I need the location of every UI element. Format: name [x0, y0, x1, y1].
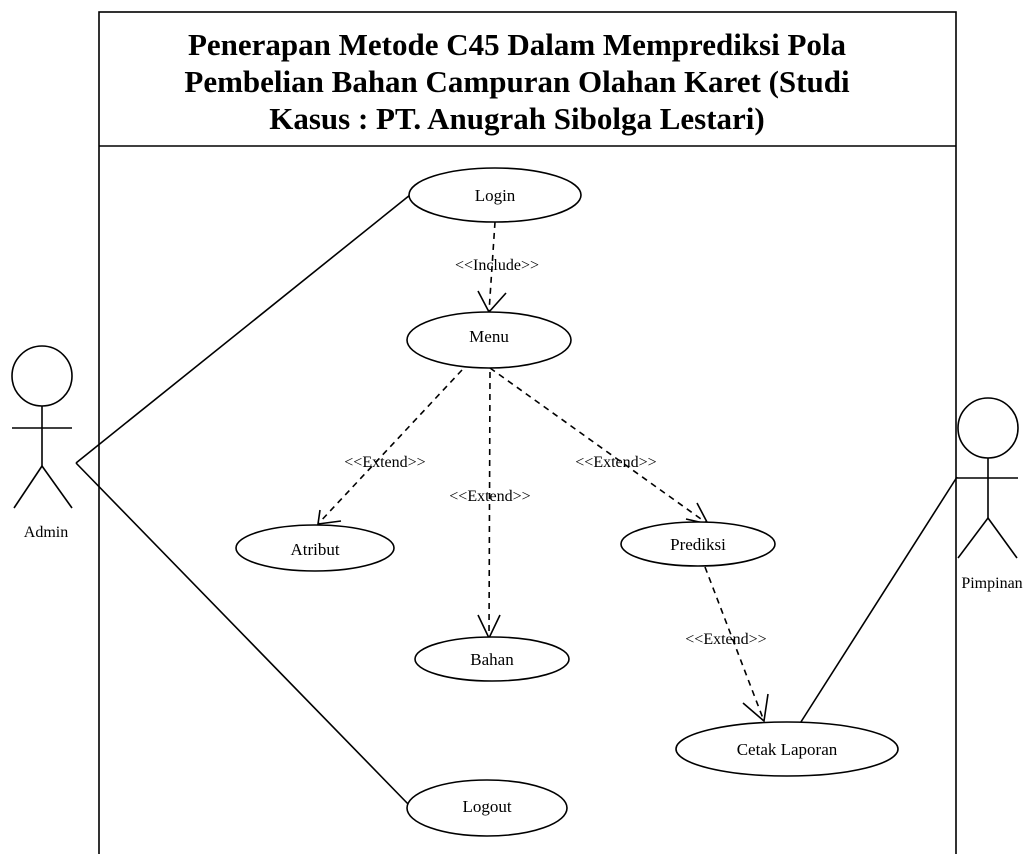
system-boundary-box [98, 11, 957, 854]
extend-menu-atribut [317, 369, 463, 525]
extend-label-prediksi: <<Extend>> [575, 454, 656, 471]
stick-figure-icon [11, 345, 73, 509]
use-case-atribut: Atribut [235, 524, 395, 572]
extend-label-cetak-laporan: <<Extend>> [685, 631, 766, 648]
use-case-prediksi: Prediksi [620, 521, 776, 567]
use-case-prediksi-ellipse [620, 521, 776, 567]
use-case-logout-ellipse [406, 779, 568, 837]
title-line-2: Pembelian Bahan Campuran Olahan Karet (S… [184, 64, 850, 99]
use-case-bahan: Bahan [414, 636, 570, 682]
associations [75, 194, 958, 807]
system-title: Penerapan Metode C45 Dalam Memprediksi P… [184, 27, 850, 136]
arrowhead [477, 290, 507, 314]
use-case-cetak-laporan-ellipse [675, 721, 899, 777]
association-admin-logout [75, 462, 411, 807]
use-case-login: Login [408, 167, 582, 223]
system-boundary [98, 11, 957, 854]
use-case-atribut-ellipse [235, 524, 395, 572]
use-case-bahan-label: Bahan [470, 650, 514, 669]
actor-admin: Admin [11, 345, 73, 541]
association-admin-login [75, 194, 411, 464]
use-case-menu-ellipse [406, 311, 572, 369]
include-label: <<Include>> [455, 257, 539, 274]
use-case-menu: Menu [406, 311, 572, 369]
arrowhead [685, 502, 710, 526]
extend-label-atribut: <<Extend>> [344, 454, 425, 471]
use-case-cetak-laporan-label: Cetak Laporan [737, 740, 838, 759]
extend-prediksi-cetak [704, 566, 769, 723]
arrowhead [317, 509, 342, 525]
use-case-cetak-laporan: Cetak Laporan [675, 721, 899, 777]
actor-admin-label: Admin [24, 524, 68, 541]
title-line-3: Kasus : PT. Anugrah Sibolga Lestari) [269, 101, 765, 136]
use-case-login-ellipse [408, 167, 582, 223]
use-case-logout: Logout [406, 779, 568, 837]
use-case-prediksi-label: Prediksi [670, 535, 726, 554]
association-pimpinan-cetak-laporan [798, 476, 958, 726]
actor-pimpinan-label: Pimpinan [961, 575, 1022, 592]
stereotype-labels: <<Include>> <<Extend>> <<Extend>> <<Exte… [344, 257, 766, 648]
use-case-atribut-label: Atribut [290, 540, 339, 559]
use-case-bahan-ellipse [414, 636, 570, 682]
dependencies [317, 221, 769, 723]
extend-menu-bahan [477, 371, 501, 640]
actor-pimpinan: Pimpinan [957, 397, 1023, 592]
arrowhead [742, 693, 769, 723]
use-case-login-label: Login [475, 186, 516, 205]
use-case-logout-label: Logout [462, 797, 511, 816]
stick-figure-icon [957, 397, 1019, 559]
extend-label-bahan: <<Extend>> [449, 488, 530, 505]
title-line-1: Penerapan Metode C45 Dalam Memprediksi P… [188, 27, 847, 62]
use-case-menu-label: Menu [469, 327, 509, 346]
